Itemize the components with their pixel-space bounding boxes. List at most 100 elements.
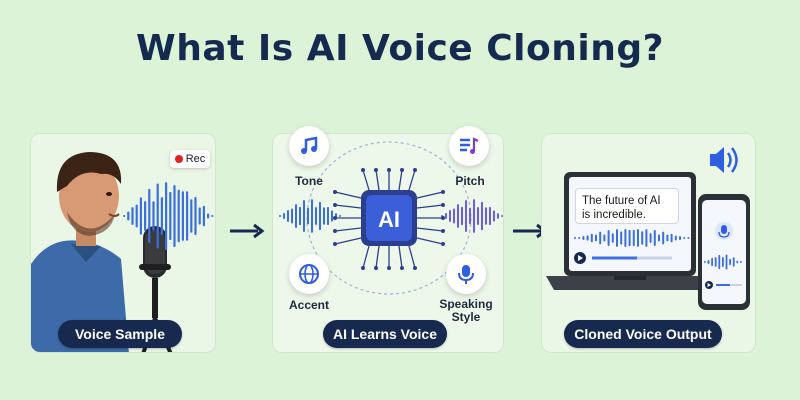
record-dot-icon xyxy=(174,155,183,163)
ai-learning-illustration: AI xyxy=(279,141,503,295)
waveform-bar xyxy=(160,197,163,235)
waveform-bar xyxy=(658,234,660,242)
waveform-bar xyxy=(501,215,503,217)
waveform-bar xyxy=(202,205,205,227)
ai-learns-panel: AI xyxy=(272,133,504,353)
waveform-bar xyxy=(123,215,126,217)
waveform-bar xyxy=(457,204,459,228)
waveform-bar xyxy=(683,237,686,239)
arrow-right-icon xyxy=(230,223,265,239)
waveform-bar xyxy=(190,199,193,233)
waveform-bar xyxy=(186,191,189,241)
waveform-bar xyxy=(718,254,721,270)
waveform-bar xyxy=(653,229,656,247)
waveform-bar xyxy=(666,234,669,242)
waveform-bar xyxy=(169,191,172,241)
waveform-bar xyxy=(649,233,652,243)
ai-learns-label: AI Learns Voice xyxy=(323,320,447,348)
waveform-bar xyxy=(732,257,735,267)
waveform-bar xyxy=(327,206,329,226)
chip-label: AI xyxy=(378,207,400,232)
waveform-bar xyxy=(574,237,576,239)
waveform-bar xyxy=(477,207,479,225)
waveform-bar xyxy=(714,257,717,267)
cloned-output-label: Cloned Voice Output xyxy=(564,320,722,348)
waveform-bar xyxy=(599,231,602,245)
waveform-bar xyxy=(135,204,138,228)
trait-speaking-style: Speaking Style xyxy=(439,297,493,324)
trait-pitch: Pitch xyxy=(455,174,485,188)
waveform-bar xyxy=(628,229,631,247)
waveform-bar xyxy=(307,207,309,225)
phone-waveform xyxy=(704,254,742,270)
waveform-bar xyxy=(641,231,644,245)
waveform-bar xyxy=(299,206,301,226)
voice-sample-panel xyxy=(30,133,216,353)
waveform-bar xyxy=(279,215,281,217)
waveform-bar xyxy=(687,237,690,239)
waveform-bar xyxy=(339,215,341,217)
waveform-bar xyxy=(311,199,313,233)
waveform-bar xyxy=(165,182,168,250)
page-title: What Is AI Voice Cloning? xyxy=(135,28,664,69)
waveform-bar xyxy=(481,201,483,231)
waveform-bar xyxy=(291,208,293,224)
waveform-bar xyxy=(620,231,623,245)
laptop-player-bar xyxy=(574,252,672,264)
waveform-bar xyxy=(194,196,197,236)
waveform-bar xyxy=(211,215,214,217)
waveform-bar xyxy=(469,207,471,225)
waveform-bar xyxy=(445,212,447,220)
music-list-icon xyxy=(449,126,489,166)
waveform-bar xyxy=(493,210,495,222)
waveform-bar xyxy=(449,210,451,222)
waveform-bar xyxy=(207,213,210,219)
input-waveform xyxy=(279,199,341,233)
waveform-bar xyxy=(283,212,285,220)
globe-icon xyxy=(289,254,329,294)
waveform-bar xyxy=(144,201,147,231)
waveform-bar xyxy=(662,231,665,245)
waveform-bar xyxy=(590,233,593,243)
waveform-bar xyxy=(489,206,491,226)
waveform-bar xyxy=(453,208,455,224)
music-note-icon xyxy=(289,126,329,166)
waveform-bar xyxy=(473,199,475,233)
waveform-bar xyxy=(729,258,731,266)
waveform-bar xyxy=(611,233,614,243)
waveform-bar xyxy=(139,197,142,235)
waveform-bar xyxy=(603,234,606,242)
waveform-bar xyxy=(131,207,134,225)
waveform-bar xyxy=(725,254,728,270)
voice-waveform xyxy=(123,182,214,250)
waveform-bar xyxy=(461,206,463,226)
waveform-bar xyxy=(674,235,677,241)
waveform-bar xyxy=(736,260,739,264)
waveform-bar xyxy=(152,201,155,231)
laptop-screen-text: The future of AI is incredible. xyxy=(575,188,679,224)
waveform-bar xyxy=(148,188,151,244)
waveform-bar xyxy=(637,229,639,247)
waveform-bar xyxy=(485,207,487,225)
waveform-bar xyxy=(465,200,467,232)
speaker-icon xyxy=(710,147,738,173)
output-waveform xyxy=(441,199,503,233)
microphone-icon xyxy=(446,254,486,294)
waveform-bar xyxy=(740,261,742,263)
waveform-bar xyxy=(287,210,289,222)
waveform-bar xyxy=(711,257,713,267)
ai-chip-icon: AI xyxy=(361,190,417,246)
record-indicator[interactable]: Rec xyxy=(170,150,210,168)
waveform-bar xyxy=(323,207,325,225)
waveform-bar xyxy=(670,233,673,243)
phone xyxy=(698,194,750,310)
trait-accent: Accent xyxy=(288,298,329,312)
waveform-bar xyxy=(578,237,581,239)
laptop-waveform xyxy=(574,229,690,247)
waveform-bar xyxy=(616,229,618,247)
trait-tone: Tone xyxy=(295,174,323,188)
waveform-bar xyxy=(303,200,305,232)
voice-sample-label: Voice Sample xyxy=(58,320,182,348)
waveform-bar xyxy=(177,189,180,243)
waveform-bar xyxy=(632,229,635,247)
